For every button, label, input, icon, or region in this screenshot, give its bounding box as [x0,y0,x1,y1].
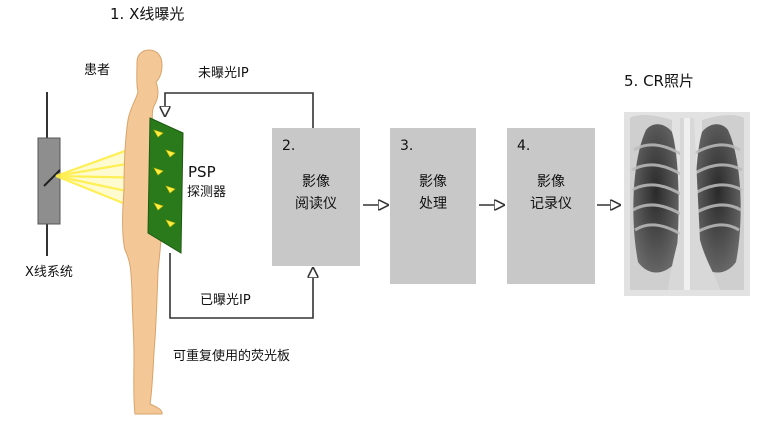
step-text: 影像 [419,174,447,190]
detector-label: 探测器 [187,185,227,200]
step-box-image-recorder: 4. 影像 记录仪 [507,128,595,284]
step-text: 影像 [537,174,565,190]
exposed-ip-label: 已曝光IP [200,293,251,308]
step-number: 2. [282,138,296,154]
unexposed-ip-label: 未曝光IP [198,66,249,81]
result-label: 5. CR照片 [624,72,694,90]
diagram-title: 1. X线曝光 [110,5,185,23]
step-text: 影像 [302,174,330,190]
step-box-image-reader: 2. 影像 阅读仪 [272,128,360,266]
psp-label: PSP [188,163,216,181]
step-number: 3. [400,138,414,154]
step-number: 4. [517,138,531,154]
chest-xray-image [624,112,750,296]
step-text: 阅读仪 [295,195,337,212]
step-box-image-processing: 3. 影像 处理 [390,128,476,284]
patient-label: 患者 [84,63,111,78]
psp-detector-plate [147,117,184,254]
step-text: 记录仪 [530,195,572,212]
xray-system-label: X线系统 [25,265,73,280]
step-text: 处理 [419,195,447,212]
exposed-ip-arrow [169,253,313,319]
unexposed-ip-arrow [165,92,314,128]
xray-tube-icon [37,92,61,256]
reusable-plate-label: 可重复使用的荧光板 [173,349,291,364]
